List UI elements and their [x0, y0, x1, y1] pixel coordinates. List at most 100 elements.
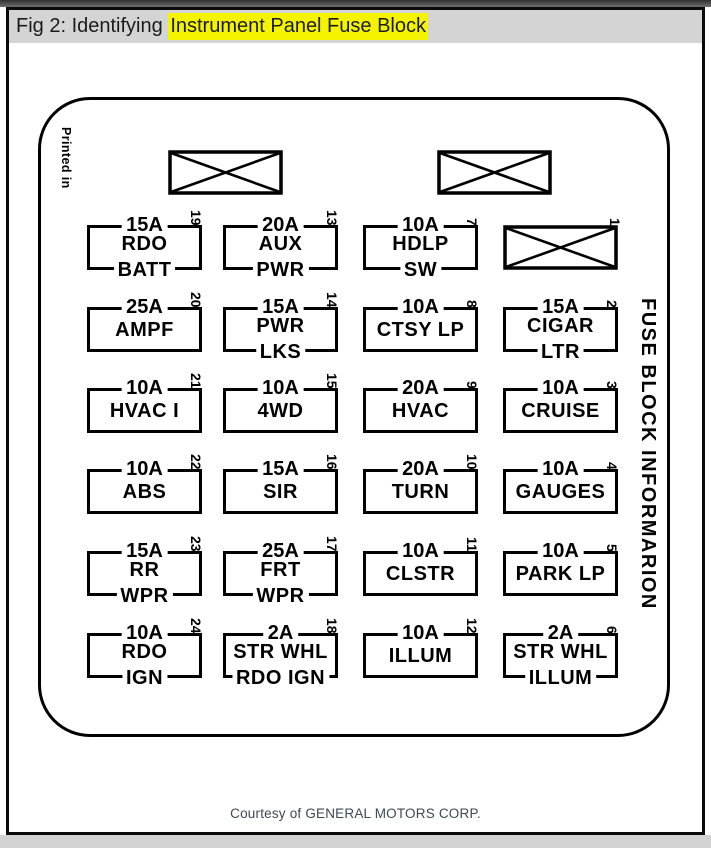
fuse-box: 22 10A ABS	[87, 454, 204, 514]
fuse-name-line1: FRT	[260, 559, 301, 581]
fuse-number: 15	[324, 373, 340, 389]
fuse-number: 2	[604, 300, 620, 308]
crossed-box-icon	[168, 150, 283, 195]
empty-fuse-slot: 1	[503, 218, 623, 270]
fuse-box: 18 2A STR WHL RDO IGN	[223, 618, 340, 688]
fuse-amperage: 2A	[262, 623, 299, 643]
fuse-number: 3	[604, 381, 620, 389]
fuse-name: RDO	[90, 228, 199, 267]
fuse-name-line1: CTSY LP	[376, 318, 465, 341]
fuse-name: CIGAR	[506, 310, 615, 349]
fuse-name-line1: ILLUM	[388, 644, 453, 667]
fuse-number: 16	[324, 454, 340, 470]
fuse-amperage: 25A	[257, 541, 304, 561]
fuse-amperage: 10A	[121, 623, 168, 643]
crossed-box-icon	[503, 225, 618, 270]
fuse-name: HVAC I	[90, 391, 199, 430]
fuse-number: 10	[464, 454, 480, 470]
fuse-name-line1: PARK LP	[515, 562, 606, 585]
fuse-name-line1: SIR	[263, 480, 298, 503]
fuse-block-information-label: FUSE BLOCK INFORMARION	[637, 298, 659, 610]
fuse-name-line1: CIGAR	[527, 315, 594, 337]
fuse-box: 4 10A GAUGES	[503, 459, 620, 514]
fuse-name: STR WHL	[226, 636, 335, 675]
fuse-name-line1: RR	[129, 559, 160, 581]
window-bottom-edge	[0, 835, 711, 848]
fuse-amperage: 15A	[537, 297, 584, 317]
fuse-amperage: 10A	[121, 459, 168, 479]
fuse-name: RR	[90, 554, 199, 593]
fuse-name-line2: WPR	[252, 586, 309, 606]
fuse-number: 14	[324, 292, 340, 308]
fuse-number: 22	[188, 454, 204, 470]
fuse-name: CLSTR	[366, 554, 475, 593]
fuse-number: 9	[464, 381, 480, 389]
fuse-name-line1: STR WHL	[233, 641, 328, 663]
fuse-name-line2: PWR	[252, 260, 309, 280]
fuse-number: 18	[324, 618, 340, 634]
fuse-box: 12 10A ILLUM	[363, 618, 480, 678]
fuse-box: 3 10A CRUISE	[503, 378, 620, 433]
fuse-name-line1: 4WD	[257, 399, 304, 422]
fuse-name-line2: WPR	[116, 586, 173, 606]
fuse-amperage: 20A	[397, 459, 444, 479]
fuse-name: FRT	[226, 554, 335, 593]
fuse-name-line2: LTR	[537, 342, 584, 362]
fuse-amperage: 25A	[121, 297, 168, 317]
relay-slot-right	[437, 150, 552, 195]
fuse-box: 23 15A RR WPR	[87, 536, 204, 606]
fuse-name-line1: STR WHL	[513, 641, 608, 663]
fuse-name: ABS	[90, 472, 199, 511]
fuse-amperage: 15A	[257, 459, 304, 479]
fuse-amperage: 10A	[397, 541, 444, 561]
fuse-name: AMPF	[90, 310, 199, 349]
fuse-name: HDLP	[366, 228, 475, 267]
fuse-name-line1: RDO	[121, 641, 168, 663]
fuse-name: ILLUM	[366, 636, 475, 675]
fuse-name-line2: BATT	[113, 260, 176, 280]
courtesy-credit: Courtesy of GENERAL MOTORS CORP.	[230, 806, 481, 821]
fuse-number: 7	[464, 218, 480, 226]
fuse-name-line2: RDO IGN	[231, 668, 330, 688]
fuse-name: STR WHL	[506, 636, 615, 675]
fuse-number: 19	[188, 210, 204, 226]
fuse-box: 11 10A CLSTR	[363, 537, 480, 596]
fuse-box: 20 25A AMPF	[87, 292, 204, 352]
fuse-box: 19 15A RDO BATT	[87, 210, 204, 280]
fuse-box: 14 15A PWR LKS	[223, 292, 340, 362]
fuse-box: 8 10A CTSY LP	[363, 297, 480, 352]
fuse-amperage: 10A	[537, 459, 584, 479]
fuse-name-line1: HVAC	[391, 399, 450, 422]
crossed-box-icon	[437, 150, 552, 195]
fuse-number: 13	[324, 210, 340, 226]
fuse-name: PWR	[226, 310, 335, 349]
fuse-amperage: 20A	[397, 378, 444, 398]
fuse-number: 5	[604, 544, 620, 552]
figure-title-bar: Fig 2: Identifying Instrument Panel Fuse…	[9, 10, 702, 43]
fuse-box: 10 20A TURN	[363, 454, 480, 514]
printed-in-label: Printed in	[59, 127, 73, 189]
fuse-name-line2: IGN	[121, 668, 168, 688]
fuse-name: SIR	[226, 472, 335, 511]
fuse-name-line1: GAUGES	[515, 480, 606, 503]
fuse-name: CRUISE	[506, 391, 615, 430]
fuse-name-line2: SW	[399, 260, 442, 280]
fuse-number: 23	[188, 536, 204, 552]
fuse-box: 7 10A HDLP SW	[363, 215, 480, 280]
fuse-name: 4WD	[226, 391, 335, 430]
fuse-amperage: 10A	[121, 378, 168, 398]
fuse-name-line1: AUX	[258, 233, 303, 255]
fuse-amperage: 10A	[397, 215, 444, 235]
fuse-name: GAUGES	[506, 472, 615, 511]
fuse-name-line1: TURN	[391, 480, 450, 503]
fuse-amperage: 15A	[121, 215, 168, 235]
fuse-box: 21 10A HVAC I	[87, 373, 204, 433]
relay-slot-left	[168, 150, 283, 195]
fuse-number: 24	[188, 618, 204, 634]
fuse-number: 20	[188, 292, 204, 308]
fuse-name: CTSY LP	[366, 310, 475, 349]
fuse-box: 24 10A RDO IGN	[87, 618, 204, 688]
fuse-name-line1: HDLP	[392, 233, 449, 255]
fuse-block-outline: Printed in FUSE BLOCK INFORMARION 19 15A…	[38, 97, 670, 737]
